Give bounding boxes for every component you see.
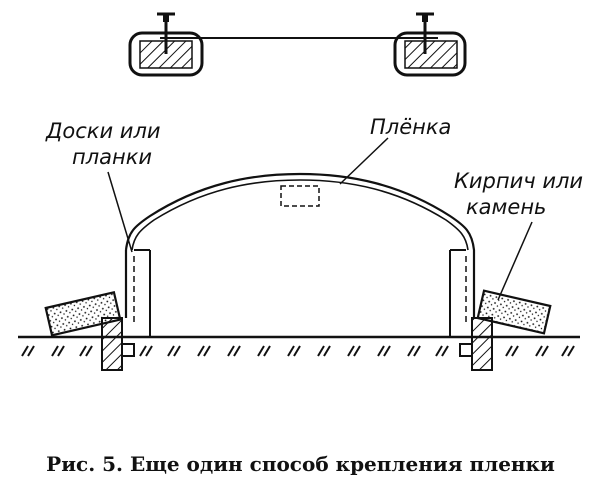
main-section (18, 137, 580, 371)
left-screw-icon (157, 12, 175, 54)
label-brick-line1: Кирпич или (454, 169, 584, 193)
right-ground-stake (459, 317, 493, 371)
ground-hatching (21, 345, 575, 357)
label-boards-line1: Доски или (46, 119, 161, 143)
diagram-figure (18, 12, 580, 371)
left-ground-stake (101, 317, 135, 371)
hidden-clamp-top (280, 185, 320, 207)
right-board-section (404, 40, 458, 69)
left-plank (133, 249, 151, 337)
film-arch-inner (131, 179, 469, 251)
leader-film (339, 137, 389, 185)
label-brick-line2: камень (466, 195, 547, 219)
label-film: Плёнка (370, 115, 452, 139)
right-screw-icon (416, 12, 434, 54)
right-plank (449, 249, 467, 337)
right-brick (476, 289, 552, 335)
left-brick (44, 290, 122, 337)
figure-caption: Рис. 5. Еще один способ крепления пленки (46, 452, 555, 476)
right-board-outline (393, 31, 467, 77)
top-clamp-detail (128, 12, 467, 77)
film-arch-outer (124, 172, 476, 318)
label-boards-line2: планки (72, 145, 153, 169)
leader-brick (497, 221, 533, 301)
leader-boards (107, 171, 133, 253)
